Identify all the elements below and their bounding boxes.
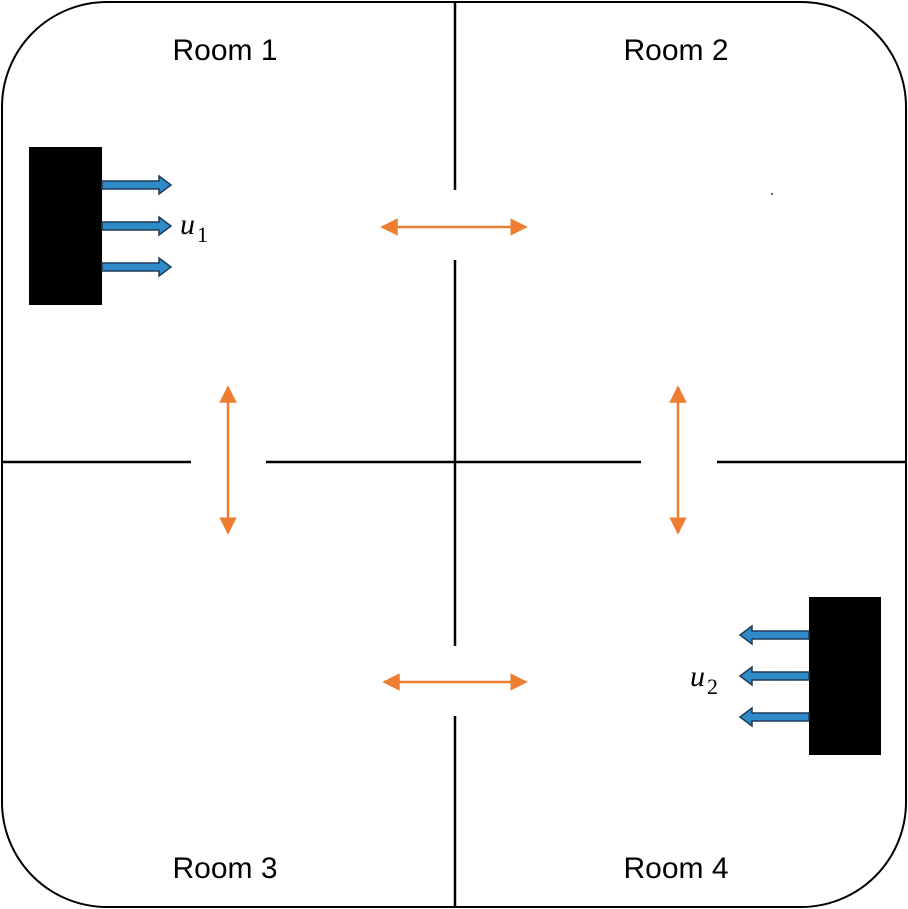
input-arrow-1c bbox=[101, 256, 173, 278]
input-arrow-2a bbox=[738, 624, 810, 646]
input-label-u1: u1 bbox=[180, 208, 208, 247]
input-symbol-u2: u bbox=[690, 660, 705, 693]
input-label-u2: u2 bbox=[690, 660, 718, 699]
stray-dot bbox=[771, 193, 773, 195]
doorway-arrows bbox=[219, 218, 687, 691]
input-arrow-1b bbox=[101, 215, 173, 237]
actuator-block-2 bbox=[809, 597, 881, 755]
room-label-3: Room 3 bbox=[172, 852, 277, 885]
actuator-block-1 bbox=[29, 147, 102, 305]
input-arrows-1 bbox=[101, 174, 173, 278]
interior-walls bbox=[3, 3, 905, 906]
input-arrow-1a bbox=[101, 174, 173, 196]
input-subscript-u2: 2 bbox=[707, 674, 718, 699]
input-symbol-u1: u bbox=[180, 208, 195, 241]
input-arrows-2 bbox=[738, 624, 810, 728]
room-label-1: Room 1 bbox=[172, 34, 277, 67]
input-arrow-2c bbox=[738, 706, 810, 728]
room-label-4: Room 4 bbox=[623, 852, 728, 885]
input-subscript-u1: 1 bbox=[197, 222, 208, 247]
input-arrow-2b bbox=[738, 665, 810, 687]
room-label-2: Room 2 bbox=[623, 34, 728, 67]
